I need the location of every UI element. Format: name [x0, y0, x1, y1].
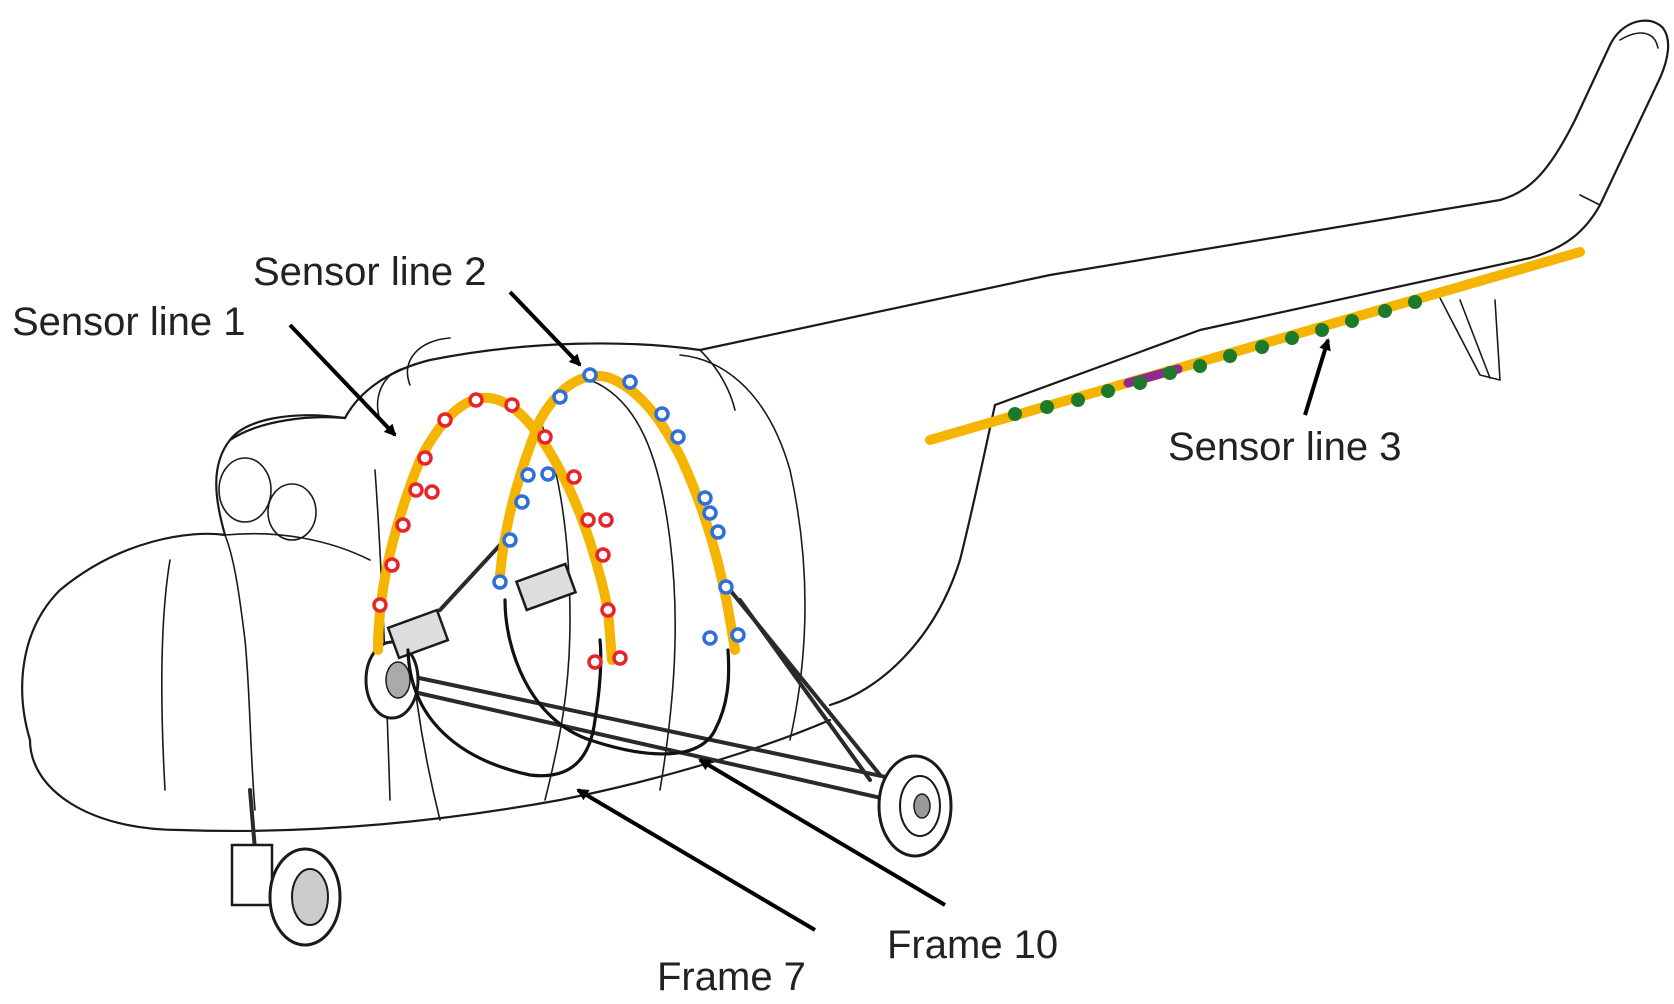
sensor-point — [622, 374, 638, 390]
sensor-point — [580, 512, 596, 528]
sensor-point — [710, 524, 726, 540]
label-sensor-line-2: Sensor line 2 — [253, 250, 486, 294]
sensor-point — [1315, 323, 1329, 337]
sensor-point — [1378, 304, 1392, 318]
tail-boom-outline — [698, 19, 1670, 707]
sensor-point — [1163, 366, 1177, 380]
label-sensor-line-1: Sensor line 1 — [12, 300, 245, 344]
sensor-box-1 — [386, 608, 450, 660]
sensor-point — [600, 602, 616, 618]
sensor-box-2 — [514, 562, 578, 612]
arrow-sensor-line-3 — [1303, 338, 1331, 416]
arrow-frame-7 — [576, 788, 817, 932]
callout-arrows — [288, 290, 1331, 932]
sensor-point — [1193, 359, 1207, 373]
sensor-point — [437, 412, 453, 428]
label-sensor-line-3: Sensor line 3 — [1168, 425, 1401, 469]
sensor-point — [1223, 349, 1237, 363]
main-wheel-right — [877, 754, 953, 858]
sensor-point — [504, 397, 520, 413]
sensor-point — [552, 389, 568, 405]
sensor-point — [595, 547, 611, 563]
sensor-point — [654, 406, 670, 422]
sensor-point — [1133, 376, 1147, 390]
sensor-point — [587, 654, 603, 670]
sensor-point — [582, 367, 598, 383]
sensor-point — [598, 512, 614, 528]
sensor-point — [502, 532, 518, 548]
sensor-line-3-fiber — [925, 247, 1585, 445]
label-frame-7: Frame 7 — [657, 955, 806, 999]
sensor-line-3-points — [1008, 295, 1422, 421]
sensor-point — [566, 469, 582, 485]
label-frame-10: Frame 10 — [887, 923, 1058, 967]
sensor-point — [492, 574, 508, 590]
sensor-point — [1040, 400, 1054, 414]
arrow-sensor-line-2 — [508, 290, 582, 367]
landing-gear — [230, 297, 1501, 947]
sensor-point — [1408, 295, 1422, 309]
sensor-point — [1101, 384, 1115, 398]
lead-cables — [406, 598, 731, 778]
sensor-point — [670, 429, 686, 445]
sensor-point — [417, 450, 433, 466]
sensor-point — [730, 627, 746, 643]
sensor-point — [395, 517, 411, 533]
sensor-point — [702, 505, 718, 521]
sensor-point — [612, 650, 628, 666]
sensor-line-2-fiber — [495, 370, 740, 655]
sensor-point — [1345, 314, 1359, 328]
sensor-point — [1008, 407, 1022, 421]
sensor-point — [540, 466, 556, 482]
sensor-point — [702, 630, 718, 646]
sensor-point — [408, 482, 424, 498]
sensor-line-1-points — [372, 392, 628, 670]
sensor-point — [372, 597, 388, 613]
sensor-point — [697, 490, 713, 506]
sensor-point — [424, 484, 440, 500]
sensor-point — [718, 579, 734, 595]
nose-gear — [230, 788, 342, 947]
sensor-point — [514, 494, 530, 510]
sensor-point — [1071, 393, 1085, 407]
arrow-frame-10 — [698, 758, 947, 907]
sensor-point — [1255, 340, 1269, 354]
sensor-point — [1285, 331, 1299, 345]
sensor-point — [537, 429, 553, 445]
arrow-sensor-line-1 — [288, 323, 397, 437]
main-wheel-left — [364, 640, 420, 720]
sensor-point — [520, 467, 536, 483]
sensor-point — [384, 557, 400, 573]
sensor-point — [468, 392, 484, 408]
sensor-line-2-points — [492, 367, 746, 646]
